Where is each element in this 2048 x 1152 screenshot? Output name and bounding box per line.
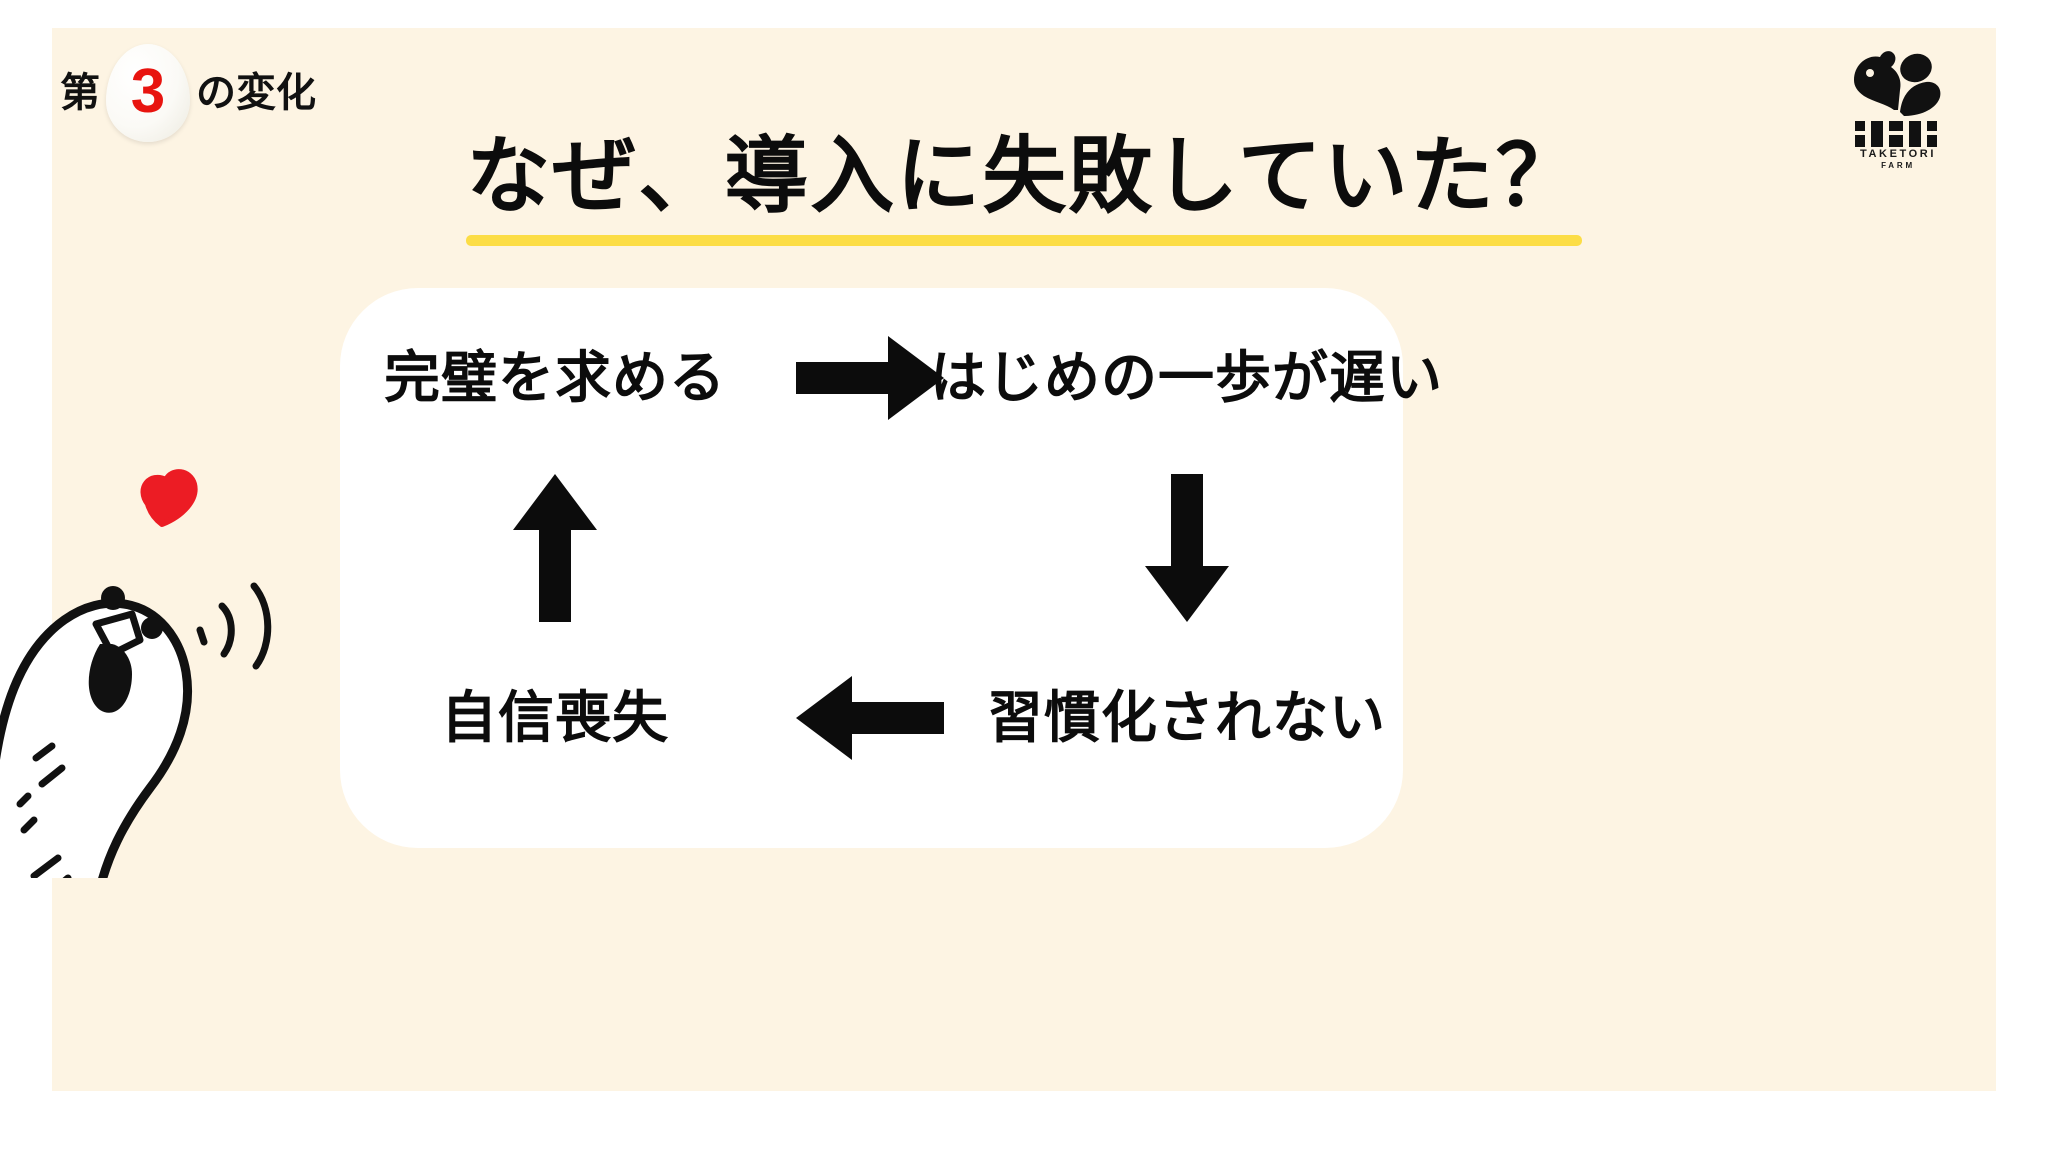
badge-number: 3 bbox=[130, 57, 166, 126]
logo-name: TAKETORI bbox=[1859, 148, 1936, 160]
page-title: なぜ、導入に失敗していた？ bbox=[466, 128, 1582, 246]
slide-canvas: 第 3 の変化 TAKETORI FARM なぜ、導入に失敗 bbox=[0, 28, 1996, 1091]
title-underline bbox=[466, 234, 1582, 246]
badge-suffix: の変化 bbox=[196, 71, 316, 115]
failure-cycle-diagram: 完璧を求める はじめの一歩が遅い 自信喪失 bbox=[340, 288, 1442, 848]
cycle-cell-top-mid bbox=[770, 288, 970, 468]
chicken-character bbox=[0, 469, 272, 878]
cycle-cell-top-right: はじめの一歩が遅い bbox=[930, 288, 1442, 468]
chapter-badge: 第 3 の変化 bbox=[60, 38, 316, 148]
cycle-cell-bottom-mid bbox=[770, 628, 970, 808]
arrow-left-icon bbox=[796, 676, 944, 760]
cycle-cell-bottom-right: 習慣化されない bbox=[970, 628, 1403, 808]
cycle-cell-top-left: 完璧を求める bbox=[340, 288, 770, 468]
egg-shape bbox=[106, 44, 190, 142]
cycle-node-2: はじめの一歩が遅い bbox=[930, 346, 1443, 410]
cycle-cell-bottom-left: 自信喪失 bbox=[340, 628, 770, 808]
cycle-node-3: 習慣化されない bbox=[987, 686, 1386, 750]
page-title-wrap: なぜ、導入に失敗していた？ bbox=[52, 128, 1996, 246]
cycle-cell-mid-right bbox=[970, 468, 1403, 628]
badge-prefix: 第 bbox=[60, 71, 100, 115]
page-title-text: なぜ、導入に失敗していた？ bbox=[466, 129, 1582, 223]
cycle-cell-mid-left bbox=[340, 468, 770, 628]
logo-sub: FARM bbox=[1881, 160, 1915, 170]
egg-icon: 3 bbox=[106, 44, 190, 142]
cycle-node-1: 完璧を求める bbox=[384, 346, 726, 410]
brand-logo: TAKETORI FARM bbox=[1842, 46, 1954, 176]
arrow-up-icon bbox=[513, 474, 597, 622]
arrow-down-icon bbox=[1144, 474, 1229, 622]
logo-bars-icon bbox=[1855, 121, 1937, 147]
cycle-cell-mid-center bbox=[770, 468, 970, 628]
bird-logo-icon bbox=[1854, 51, 1941, 116]
arrow-right-icon bbox=[796, 336, 944, 420]
cycle-node-4: 自信喪失 bbox=[441, 686, 669, 750]
